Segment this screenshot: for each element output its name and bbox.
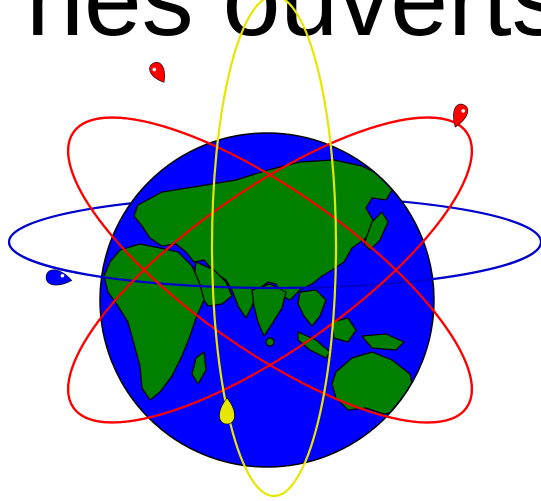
sri-lanka-island: [266, 338, 274, 346]
red-satellite-top-left: [147, 60, 170, 86]
